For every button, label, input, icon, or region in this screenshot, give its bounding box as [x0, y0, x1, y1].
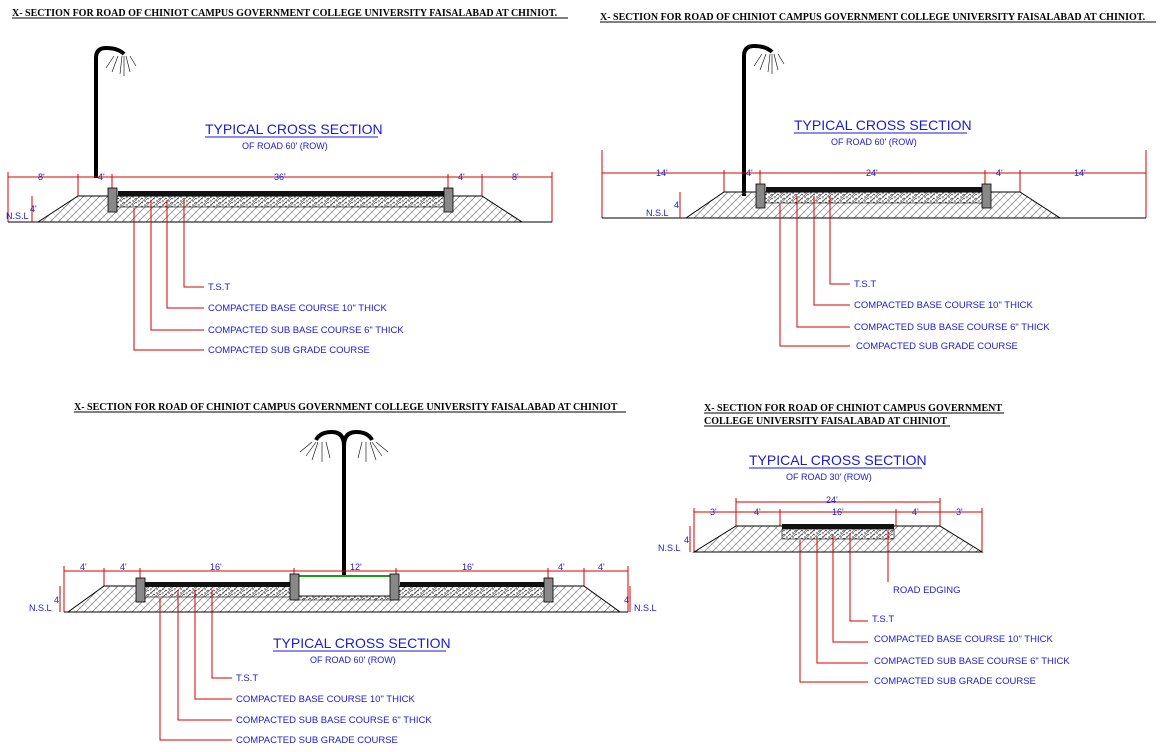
dim-label: 4' [912, 507, 919, 517]
section-subheading: OF ROAD 60' (ROW) [831, 137, 917, 147]
nsl-label: N.S.L [29, 603, 52, 613]
kerb [389, 573, 400, 601]
depth-label: 4' [624, 595, 631, 605]
nsl-label: N.S.L [6, 211, 29, 221]
dim-label: 4' [558, 562, 565, 572]
dim-label: 3' [710, 507, 717, 517]
dim-label: 12' [350, 562, 362, 572]
nsl-label: N.S.L [634, 603, 657, 613]
sub-base-layer [781, 528, 895, 540]
dim-label: 4' [98, 172, 105, 182]
layer-label: COMPACTED SUB GRADE COURSE [208, 345, 370, 356]
section-title-line1: X- SECTION FOR ROAD OF CHINIOT CAMPUS GO… [704, 403, 1002, 414]
layer-label: T.S.T [208, 282, 230, 293]
layer-label: COMPACTED SUB GRADE COURSE [236, 735, 398, 746]
dim-label: 14' [656, 168, 668, 178]
layer-label: COMPACTED SUB BASE COURSE 6" THICK [854, 322, 1050, 333]
section-3: X- SECTION FOR ROAD OF CHINIOT CAMPUS GO… [29, 402, 657, 746]
section-subheading: OF ROAD 60' (ROW) [310, 655, 396, 665]
depth-label: 4' [30, 204, 37, 214]
dim-label: 4' [746, 168, 753, 178]
sub-base-layer-right [397, 585, 549, 598]
section-heading: TYPICAL CROSS SECTION [794, 117, 972, 133]
wearing-course-right [400, 582, 546, 587]
section-heading: TYPICAL CROSS SECTION [749, 452, 927, 468]
layer-label: COMPACTED SUB GRADE COURSE [874, 676, 1036, 687]
kerb [543, 577, 554, 603]
dim-label: 8' [512, 172, 519, 182]
layer-label: COMPACTED BASE COURSE 10" THICK [236, 694, 415, 705]
wearing-course [766, 187, 982, 192]
section-1: X- SECTION FOR ROAD OF CHINIOT CAMPUS GO… [6, 8, 568, 356]
layer-label: COMPACTED BASE COURSE 10" THICK [208, 303, 387, 314]
dim-label: 4' [458, 172, 465, 182]
wearing-course-left [144, 582, 292, 587]
kerb [135, 577, 146, 603]
kerb-right [981, 183, 992, 209]
section-2: X- SECTION FOR ROAD OF CHINIOT CAMPUS GO… [600, 12, 1156, 352]
section-subheading: OF ROAD 60' (ROW) [242, 141, 328, 151]
layer-label: COMPACTED SUB GRADE COURSE [856, 341, 1018, 352]
kerb-left [755, 183, 766, 209]
section-heading: TYPICAL CROSS SECTION [205, 121, 383, 137]
layer-label: COMPACTED BASE COURSE 10" THICK [874, 634, 1053, 645]
street-light-icon [742, 43, 785, 196]
dim-label: 14' [1074, 168, 1086, 178]
dim-label: 4' [80, 562, 87, 572]
median [295, 575, 395, 601]
dim-label: 8' [38, 172, 45, 182]
layer-label: T.S.T [854, 279, 876, 290]
kerb-left [107, 187, 118, 213]
kerb [289, 573, 300, 601]
dim-label: 3' [956, 507, 963, 517]
dim-label: 24' [866, 168, 878, 178]
layer-label: T.S.T [872, 614, 894, 625]
dim-label: 16' [462, 562, 474, 572]
layer-label: COMPACTED BASE COURSE 10" THICK [854, 300, 1033, 311]
section-heading: TYPICAL CROSS SECTION [273, 635, 451, 651]
layer-label: COMPACTED SUB BASE COURSE 6" THICK [874, 656, 1070, 667]
layer-label: COMPACTED SUB BASE COURSE 6" THICK [236, 715, 432, 726]
dim-total-label: 24' [826, 495, 838, 505]
section-title: X- SECTION FOR ROAD OF CHINIOT CAMPUS GO… [74, 402, 618, 413]
nsl-label: N.S.L [646, 208, 669, 218]
dim-label: 4' [598, 562, 605, 572]
depth-label: 4' [684, 535, 691, 545]
road-edging-label: ROAD EDGING [893, 585, 961, 596]
wearing-course [782, 524, 894, 529]
dim-label: 4' [754, 507, 761, 517]
dim-label: 16' [210, 562, 222, 572]
dim-label: 4' [120, 562, 127, 572]
layer-label: COMPACTED SUB BASE COURSE 6" THICK [208, 325, 404, 336]
section-title-line2: COLLEGE UNIVERSITY FAISALABAD AT CHINIOT [704, 416, 947, 427]
depth-label: 4' [674, 200, 681, 210]
kerb-right [443, 187, 454, 213]
section-title: X- SECTION FOR ROAD OF CHINIOT CAMPUS GO… [600, 12, 1146, 23]
street-light-icon [94, 45, 137, 178]
section-subheading: OF ROAD 30' (ROW) [786, 472, 872, 482]
sub-base-layer [115, 195, 447, 208]
dim-label: 4' [996, 168, 1003, 178]
section-4: X- SECTION FOR ROAD OF CHINIOT CAMPUS GO… [658, 403, 1070, 687]
sub-base-layer-left [141, 585, 295, 598]
wearing-course [118, 191, 444, 196]
depth-label: 4' [54, 595, 61, 605]
dim-label: 36' [274, 172, 286, 182]
layer-label: T.S.T [236, 673, 258, 684]
double-street-light-icon [299, 429, 389, 576]
section-title: X- SECTION FOR ROAD OF CHINIOT CAMPUS GO… [12, 8, 558, 19]
dim-label: 16' [832, 507, 844, 517]
nsl-label: N.S.L [658, 543, 681, 553]
